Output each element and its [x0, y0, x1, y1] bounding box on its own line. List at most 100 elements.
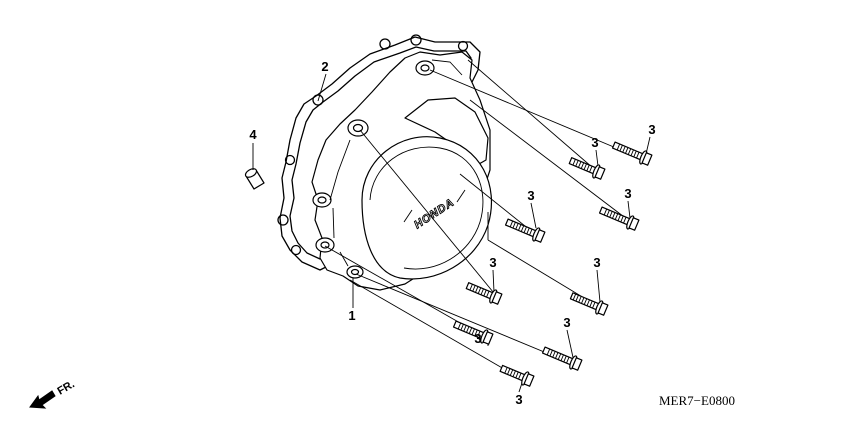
dowel-pin — [244, 168, 265, 190]
bolt-thread — [515, 223, 519, 230]
bolt-thread — [560, 354, 564, 361]
bolt-thread — [520, 225, 525, 232]
bolts — [452, 141, 653, 387]
bolt-thread — [563, 355, 567, 363]
bolt-thread — [583, 163, 587, 170]
callout-cover: 1 — [348, 308, 355, 323]
bolt-thread — [512, 222, 516, 229]
callout-bolt: 3 — [593, 255, 600, 270]
bolt-shank — [541, 346, 575, 366]
bolt-thread — [466, 326, 470, 333]
flange-bolt — [465, 282, 503, 305]
bolt-thread — [555, 352, 559, 359]
callout-bolt: 3 — [563, 315, 570, 330]
bolt-thread — [549, 350, 553, 357]
bolt-thread — [566, 357, 570, 364]
bolt-thread — [480, 288, 484, 295]
flange-bolt — [598, 206, 640, 231]
bolt-thread — [575, 295, 579, 302]
bolt-thread — [477, 287, 482, 294]
bolt-shank — [504, 218, 538, 238]
bolt-thread — [630, 149, 634, 156]
callout-bolt: 3 — [515, 392, 522, 407]
bolt-thread — [612, 212, 616, 219]
callout-bolt: 3 — [591, 135, 598, 150]
bolt-thread — [623, 217, 627, 224]
bolt-thread — [477, 331, 481, 338]
bolt-thread — [614, 213, 619, 220]
bolt-shank — [568, 157, 598, 175]
bolt-thread — [552, 351, 556, 358]
callout-bolt: 3 — [489, 255, 496, 270]
bolt-thread — [463, 325, 467, 332]
bolt-thread — [460, 324, 464, 331]
bolt-thread — [509, 220, 514, 228]
bolt-thread — [509, 369, 514, 376]
flange-bolt — [541, 346, 583, 371]
bolt-thread — [572, 293, 577, 301]
callout-bolt: 3 — [648, 122, 655, 137]
bolt-thread — [512, 370, 516, 377]
callout-bolt: 3 — [474, 331, 481, 346]
front-direction-indicator: FR. — [29, 378, 77, 409]
callout-gasket: 2 — [321, 59, 328, 74]
bolt-thread — [580, 162, 585, 169]
bolt-head — [491, 291, 503, 305]
flange-bolt — [504, 218, 546, 243]
bolt-thread — [581, 297, 585, 304]
bolt-shank — [465, 282, 495, 300]
bolt-thread — [483, 289, 487, 297]
bolt-thread — [474, 329, 478, 337]
bolt-thread — [526, 227, 530, 235]
bolt-thread — [586, 164, 590, 172]
bolt-shank — [499, 364, 527, 382]
bolt-thread — [507, 368, 511, 375]
bolt-thread — [589, 300, 593, 308]
bolt-thread — [625, 147, 629, 154]
bolt-thread — [620, 215, 624, 223]
bolt-thread — [469, 284, 473, 291]
bolt-thread — [627, 148, 632, 155]
bolt-thread — [575, 160, 579, 167]
bolt-thread — [616, 143, 621, 151]
bolt-thread — [578, 296, 582, 303]
bolt-thread — [589, 166, 593, 173]
bolt-thread — [486, 291, 490, 298]
bolt-head — [534, 229, 546, 243]
bolt-thread — [578, 161, 582, 168]
flange-bolt — [568, 157, 606, 180]
drawing-code: MER7−E0800 — [659, 393, 735, 408]
flange-bolt — [452, 320, 494, 345]
bolt-thread — [592, 302, 596, 309]
callout-dowel-pin: 4 — [249, 127, 257, 142]
bolt-thread — [472, 285, 476, 292]
bolt-head — [641, 152, 653, 166]
callouts: 2 4 1 3 3 3 3 3 3 3 3 3 — [249, 59, 655, 407]
bolt-head — [597, 302, 609, 316]
bolt-thread — [468, 327, 473, 334]
bolt-thread — [572, 159, 576, 166]
bolt-thread — [609, 211, 613, 218]
callout-bolt: 3 — [624, 186, 631, 201]
bolt-thread — [586, 299, 590, 306]
bolt-head — [628, 217, 640, 231]
front-label: FR. — [55, 378, 76, 397]
bolt-thread — [457, 322, 462, 330]
bolt-head — [571, 357, 583, 371]
bolt-head — [523, 373, 535, 387]
flange-bolt — [611, 141, 653, 166]
bolt-thread — [529, 229, 533, 236]
bolt-thread — [475, 286, 479, 293]
bolt-thread — [557, 353, 562, 360]
bolt-thread — [518, 224, 522, 231]
bolt-thread — [504, 367, 508, 374]
flange-bolt — [569, 292, 609, 316]
bolt-head — [482, 331, 494, 345]
front-arrow-icon — [29, 390, 56, 409]
bolt-thread — [603, 208, 608, 216]
callout-bolt: 3 — [527, 188, 534, 203]
bolt-thread — [636, 152, 640, 159]
bolt-thread — [633, 150, 637, 158]
crankcase-cover: HONDA — [311, 51, 492, 291]
